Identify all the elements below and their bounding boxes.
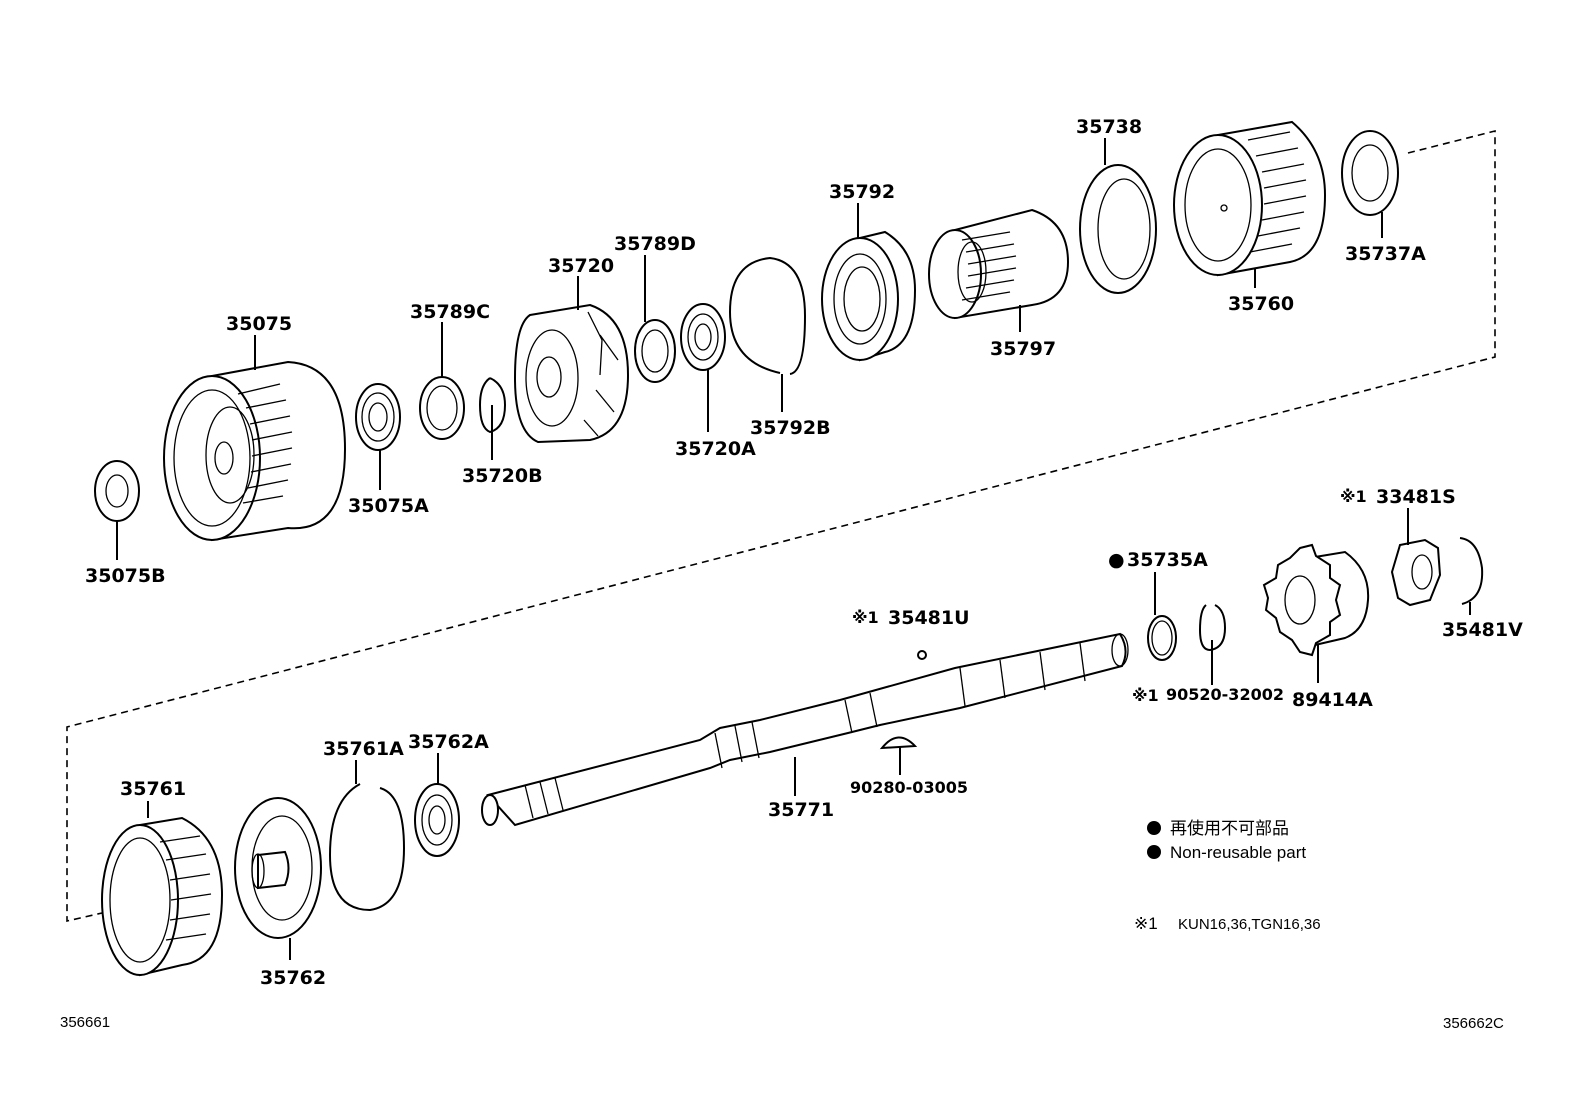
- carrier-35720: [513, 303, 630, 444]
- label-35481U: 35481U: [888, 607, 970, 629]
- washer-35789D: [634, 319, 676, 383]
- label-35792B: 35792B: [750, 417, 831, 439]
- label-35075: 35075: [226, 313, 292, 335]
- plate-35789C: [419, 376, 465, 440]
- label-35792: 35792: [829, 181, 895, 203]
- label-33481S: 33481S: [1376, 486, 1456, 508]
- snap-ring-35792B: [728, 256, 807, 375]
- oring-35735A: [1147, 615, 1177, 661]
- note-mark-33481S: ※1: [1340, 487, 1367, 506]
- nut-33481S: [1390, 538, 1442, 607]
- legend-note-mark: ※1: [1134, 914, 1158, 933]
- ring-gear-35761: [101, 816, 224, 977]
- label-35075B: 35075B: [85, 565, 166, 587]
- label-35738: 35738: [1076, 116, 1142, 138]
- ball-35481U: [917, 650, 927, 660]
- figure-code-left: 356661: [60, 1014, 110, 1031]
- label-35075A: 35075A: [348, 495, 429, 517]
- legend-bullet-jp: [1147, 821, 1161, 835]
- label-35760: 35760: [1228, 293, 1294, 315]
- bearing-35720A: [680, 303, 726, 371]
- legend-jp: 再使用不可部品: [1170, 818, 1289, 838]
- label-90520-32002: 90520-32002: [1166, 685, 1284, 704]
- snap-ring-35720B: [478, 377, 507, 434]
- label-35735A: 35735A: [1127, 549, 1208, 571]
- label-35720: 35720: [548, 255, 614, 277]
- dashed-guide-lines: [66, 129, 1496, 923]
- label-35761: 35761: [120, 778, 186, 800]
- shaft-35771: [481, 632, 1129, 827]
- legend-note-text: KUN16,36,TGN16,36: [1178, 916, 1321, 933]
- label-35761A: 35761A: [323, 738, 404, 760]
- label-35771: 35771: [768, 799, 834, 821]
- flange-35762: [234, 797, 322, 939]
- drum-35075: [163, 360, 347, 542]
- rotor-89414A: [1262, 543, 1370, 657]
- washer-35737A: [1341, 130, 1399, 216]
- bearing-35075A: [355, 383, 401, 451]
- legend-en: Non-reusable part: [1170, 843, 1306, 862]
- label-35789D: 35789D: [614, 233, 696, 255]
- legend: 再使用不可部品 Non-reusable part ※1 KUN16,36,TG…: [1134, 818, 1321, 933]
- bearing-35762A: [414, 783, 460, 857]
- hub-35797: [928, 208, 1070, 320]
- label-90280-03005: 90280-03005: [850, 778, 968, 797]
- key-90280-03005: [879, 736, 918, 750]
- note-mark-90520-32002: ※1: [1132, 686, 1159, 705]
- label-35737A: 35737A: [1345, 243, 1426, 265]
- leader-lines: [116, 138, 1471, 960]
- snap-ring-35481V: [1459, 537, 1484, 605]
- label-35762A: 35762A: [408, 731, 489, 753]
- label-35720B: 35720B: [462, 465, 543, 487]
- bearing-35792: [821, 230, 917, 362]
- snap-ring-35761A: [328, 783, 406, 912]
- figure-code-right: 356662C: [1443, 1015, 1504, 1032]
- nonreusable-mark-35735A: ●: [1108, 549, 1125, 571]
- legend-bullet-en: [1147, 845, 1161, 859]
- label-35762: 35762: [260, 967, 326, 989]
- label-35720A: 35720A: [675, 438, 756, 460]
- gear-35760: [1173, 120, 1327, 277]
- snap-ring-90520-32002: [1198, 604, 1227, 652]
- ring-35738: [1079, 164, 1157, 294]
- label-89414A: 89414A: [1292, 689, 1373, 711]
- part-labels: 35075B 35075 35075A 35789C 35720B 35720 …: [85, 116, 1523, 989]
- label-35789C: 35789C: [410, 301, 490, 323]
- note-mark-35481U: ※1: [852, 608, 879, 627]
- label-35797: 35797: [990, 338, 1056, 360]
- label-35481V: 35481V: [1442, 619, 1523, 641]
- washer-35075B: [94, 460, 140, 522]
